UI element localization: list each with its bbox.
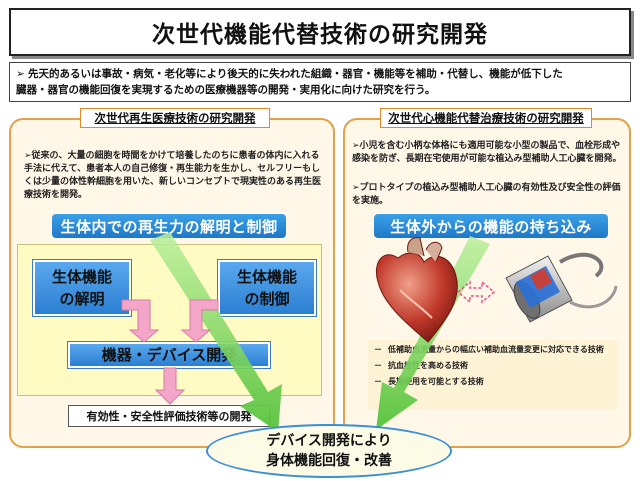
technology-list-item-text: 低補助血流量からの幅広い補助血流量変更に対応できる技術: [388, 345, 604, 354]
left-panel-description: ➢従来の、大量の細胞を時間をかけて培養したのちに患者の体内に入れる手法に代えて、…: [24, 151, 322, 200]
technology-list: － 低補助血流量からの幅広い補助血流量変更に対応できる技術 － 抗血栓性を高める技術…: [368, 340, 618, 410]
left-banner: 生体内での再生力の解明と制御: [52, 214, 286, 238]
goal-ellipse: デバイス開発により 身体機能回復・改善: [206, 424, 452, 478]
goal-line-1: デバイス開発により: [266, 433, 392, 449]
box-function-control-line-2: の制御: [244, 290, 290, 308]
left-panel-header: 次世代再生医療技術の研究開発: [80, 108, 270, 128]
box-device-development: 機器・デバイス開発: [67, 341, 271, 369]
technology-list-item: － 抗血栓性を高める技術: [374, 360, 612, 372]
list-marker: －: [374, 345, 382, 354]
page-title: 次世代機能代替技術の研究開発: [9, 8, 631, 56]
box-function-elucidation-line-2: の解明: [59, 290, 105, 308]
intro-line-1: ➢先天的あるいは事故・病気・老化等により後天的に失われた組織・器官・機能等を補助…: [16, 66, 624, 82]
intro-bullet: ➢: [16, 68, 25, 80]
list-marker: －: [374, 361, 382, 370]
technology-list-item-text: 抗血栓性を高める技術: [388, 361, 468, 370]
right-panel-header: 次世代心機能代替治療技術の研究開発: [380, 108, 592, 128]
technology-list-item-text: 長期使用を可能とする技術: [388, 377, 484, 386]
box-function-elucidation-line-1: 生体機能: [51, 268, 112, 286]
right-banner: 生体外からの機能の持ち込み: [374, 214, 608, 238]
right-panel-description-2: ➢プロトタイプの植込み型補助人工心臓の有効性及び安全性の評価を実施。: [352, 183, 621, 206]
evaluation-technology-box: 有効性・安全性評価技術等の開発: [68, 405, 270, 427]
box-function-control-line-1: 生体機能: [236, 268, 297, 286]
intro-box: ➢先天的あるいは事故・病気・老化等により後天的に失われた組織・器官・機能等を補助…: [9, 62, 631, 102]
box-function-control: 生体機能 の制御: [217, 259, 317, 317]
right-panel-description-1: ➢小児を含む小柄な体格にも適用可能な小型の製品で、血栓形成や感染を防ぎ、長期在宅…: [352, 141, 622, 164]
intro-line-2: 臓器・器官の機能回復を実現するための医療機器等の開発・実用化に向けた研究を行う。: [16, 84, 436, 96]
intro-line-1-text: 先天的あるいは事故・病気・老化等により後天的に失われた組織・器官・機能等を補助・…: [28, 68, 563, 80]
list-marker: －: [374, 377, 382, 386]
technology-list-item: － 低補助血流量からの幅広い補助血流量変更に対応できる技術: [374, 344, 612, 356]
page-title-text: 次世代機能代替技術の研究開発: [152, 22, 488, 48]
goal-line-2: 身体機能回復・改善: [266, 453, 392, 469]
box-function-elucidation: 生体機能 の解明: [32, 259, 132, 317]
technology-list-item: － 長期使用を可能とする技術: [374, 376, 612, 388]
